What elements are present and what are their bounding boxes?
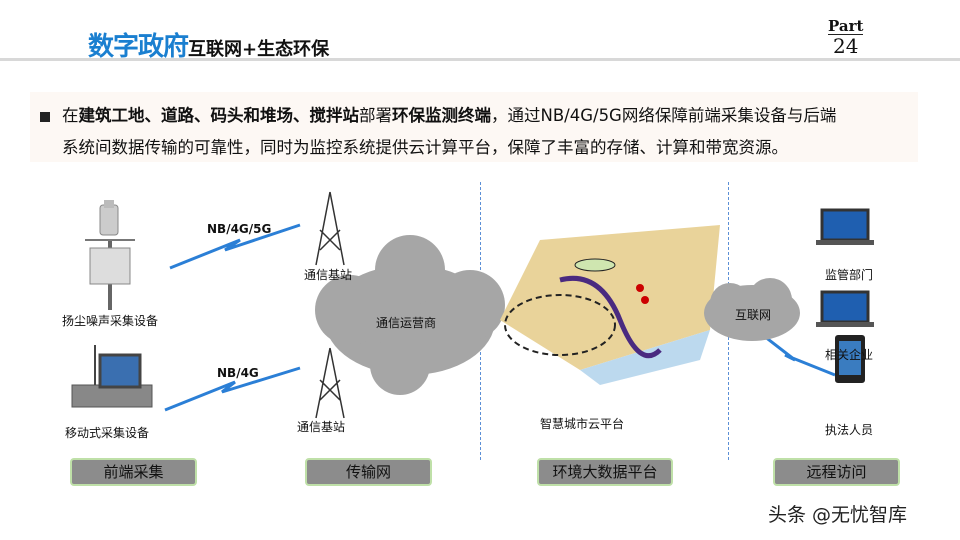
text-segment: ，通过NB/4G/5G网络保障前端采集设备与后端 [491,106,837,125]
header-divider [0,58,960,61]
page-title: 数字政府互联网+生态环保 [88,26,329,63]
tower-top-label: 通信基站 [304,268,353,282]
description-box: 在建筑工地、道路、码头和堆场、搅拌站部署环保监测终端，通过NB/4G/5G网络保… [30,92,918,162]
title-highlight: 数字政府 [88,32,189,62]
internet-cloud-shape [704,278,800,341]
part-badge: Part 24 [828,17,864,58]
wireless-link-bottom [164,366,301,412]
link-bottom-label: NB/4G [217,366,259,380]
emphasis-text: 环保监测终端 [392,106,491,125]
stage-remote-access: 远程访问 [773,458,900,486]
stage-front-collection: 前端采集 [70,458,197,486]
emphasis-text: 建筑工地、道路、码头和堆场、搅拌站 [78,106,360,125]
part-number: 24 [832,34,859,58]
tower-bottom-label: 通信基站 [297,420,346,434]
client-label: 执法人员 [825,423,874,437]
mobile-device-icon [71,345,153,408]
tablet-icon [835,335,865,383]
client-label: 相关企业 [825,348,874,362]
dust-monitor-icon [85,200,135,310]
description-line-2: 系统间数据传输的可靠性，同时为监控系统提供云计算平台，保障了丰富的存储、计算和带… [62,138,788,157]
part-label: Part [828,17,864,35]
text-segment: 部署 [359,106,392,125]
dust-device-label: 扬尘噪声采集设备 [62,314,159,328]
tower-icon [315,191,345,419]
bullet-icon [40,112,50,122]
stage-transmission: 传输网 [305,458,432,486]
client-label: 监管部门 [825,268,874,282]
text-segment: 在 [62,106,79,125]
title-rest: 互联网+生态环保 [188,39,330,60]
smart-city-map-image [500,225,720,385]
stage-big-data-platform: 环境大数据平台 [537,458,673,486]
link-top-label: NB/4G/5G [207,222,272,236]
laptop-icon [816,208,874,245]
wireless-link-top [169,223,301,270]
platform-label: 智慧城市云平台 [540,417,625,431]
operator-cloud-label: 通信运营商 [376,316,437,330]
internet-cloud-label: 互联网 [735,308,772,322]
mobile-device-label: 移动式采集设备 [65,426,150,440]
diagram-graphics [71,191,874,419]
operator-cloud-shape [315,235,505,395]
description-line-1: 在建筑工地、道路、码头和堆场、搅拌站部署环保监测终端，通过NB/4G/5G网络保… [62,100,918,132]
laptop-icon [816,290,874,327]
watermark: 头条 @无忧智库 [768,504,908,526]
wireless-link-internet [759,331,836,377]
